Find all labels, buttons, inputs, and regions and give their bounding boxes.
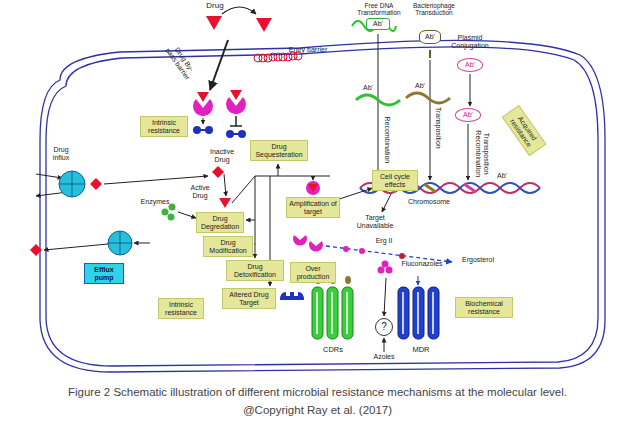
cell-membrane bbox=[40, 40, 605, 372]
node-text: Drug Detoxification bbox=[229, 263, 281, 278]
annotation-label: Chromosome bbox=[404, 198, 454, 206]
annotation-label: Entry barrier bbox=[283, 46, 333, 54]
plasmid-ring: Ab' bbox=[457, 58, 483, 72]
node-text: Ab' bbox=[457, 111, 479, 119]
annotation-label: Bacteriophage Transduction bbox=[406, 2, 462, 16]
gene-box: Ab' bbox=[366, 18, 390, 30]
annotation-label: Active Drug bbox=[182, 184, 218, 199]
annotation-label: Free DNA Transformation bbox=[349, 2, 409, 16]
annotation-label: CDRs bbox=[308, 346, 358, 354]
annotation-label: Drug bbox=[200, 2, 230, 11]
annotation-label: Transposition Recombination bbox=[474, 124, 489, 184]
phage-head: Ab' bbox=[419, 30, 441, 44]
node-text: Biochemical resistance bbox=[458, 300, 510, 315]
node-text: Ab' bbox=[421, 33, 439, 41]
overproduction bbox=[293, 235, 452, 262]
mechanism-box: Biochemical resistance bbox=[455, 297, 513, 318]
annotation-label: Recombination bbox=[383, 110, 391, 170]
node-text: Cell cycle effects bbox=[375, 173, 415, 188]
node-text: Ab' bbox=[459, 61, 481, 69]
annotation-label: Plasmid Conjugation bbox=[448, 34, 492, 49]
node-text: Over production bbox=[293, 265, 333, 280]
node-text: Altered Drug Target bbox=[225, 291, 273, 306]
annotation-label: Ergosterol bbox=[456, 256, 500, 264]
mechanism-box: Drug Sequesteration bbox=[250, 140, 308, 161]
mechanism-box: Over production bbox=[290, 262, 336, 283]
mechanism-box: Intrinsic resistance bbox=[158, 298, 204, 319]
annotation-label: Ab' bbox=[410, 82, 430, 90]
target-binding bbox=[193, 90, 246, 138]
annotation-label: Transposition bbox=[434, 98, 442, 158]
mechanism-box: Drug Detoxification bbox=[226, 260, 284, 281]
annotation-label: Erg II bbox=[370, 237, 398, 245]
node-text: Ab' bbox=[368, 20, 388, 28]
annotation-label: Target Unavailable bbox=[350, 214, 400, 229]
node-text: Acquired resistance bbox=[506, 109, 543, 152]
annotation-label: Drug influx bbox=[46, 146, 76, 161]
enzymes bbox=[162, 204, 176, 221]
node-text: Intrinsic resistance bbox=[143, 119, 185, 134]
mechanism-box: Amplification of target bbox=[286, 197, 340, 218]
annotation-label: MDR bbox=[396, 346, 446, 354]
connector-arrow bbox=[340, 188, 372, 199]
node-text: Drug Degredation bbox=[199, 215, 241, 230]
mechanism-box: Drug Modification bbox=[203, 236, 253, 257]
annotation-label: Ab' bbox=[358, 84, 378, 92]
unknown-circle: ? bbox=[375, 318, 393, 336]
plasmid-ring: Ab' bbox=[455, 108, 481, 122]
node-text: Efflux pump bbox=[87, 266, 121, 281]
mechanism-box: Intrinsic resistance bbox=[140, 116, 188, 137]
drug-entry bbox=[206, 7, 302, 90]
annotation-label: Enzymes bbox=[138, 198, 172, 206]
annotation-label: Azoles bbox=[366, 353, 402, 361]
annotation-label: Fluconazoles bbox=[394, 260, 450, 268]
figure-caption: Figure 2 Schematic illustration of diffe… bbox=[0, 386, 635, 398]
annotation-label: Inactive Drug bbox=[202, 148, 242, 163]
node-text: Intrinsic resistance bbox=[161, 301, 201, 316]
copyright-note: @Copyright Ray et al. (2017) bbox=[0, 404, 635, 417]
mechanism-box: Drug Degredation bbox=[196, 212, 244, 233]
node-text: Drug Sequesteration bbox=[253, 143, 305, 158]
pump-box: Efflux pump bbox=[84, 263, 124, 284]
altered-target bbox=[280, 292, 304, 300]
mechanism-box: Cell cycle effects bbox=[372, 170, 418, 191]
drug-pathways bbox=[178, 164, 392, 352]
mechanism-box: Altered Drug Target bbox=[222, 288, 276, 309]
mechanism-box: Acquired resistance bbox=[501, 105, 546, 157]
annotation-label: Drug By-pass barrier bbox=[163, 40, 200, 83]
influx-efflux bbox=[30, 166, 231, 256]
annotation-label: Ab' bbox=[492, 172, 512, 180]
node-text: ? bbox=[376, 320, 392, 334]
node-text: Drug Modification bbox=[206, 239, 250, 254]
amplified-target bbox=[306, 181, 320, 195]
node-text: Amplification of target bbox=[289, 200, 337, 215]
